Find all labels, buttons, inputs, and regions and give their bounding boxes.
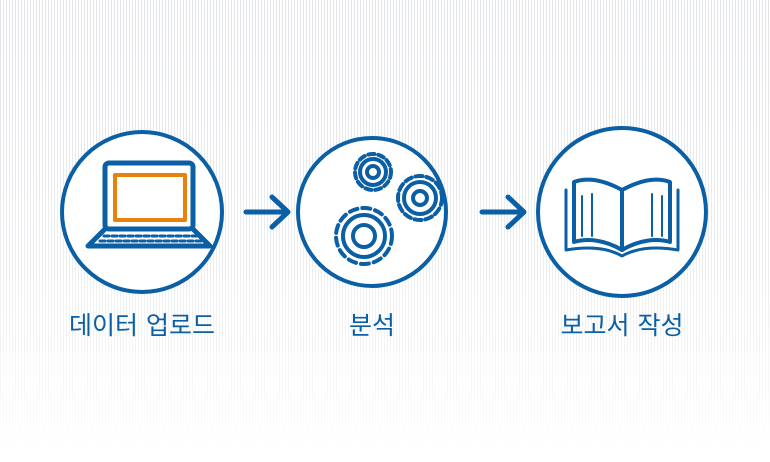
gears-icon <box>334 152 444 266</box>
open-book-icon <box>564 177 680 258</box>
step-upload <box>60 130 224 294</box>
step-circle <box>296 136 448 288</box>
step-label-upload: 데이터 업로드 <box>69 311 215 340</box>
step-analysis <box>296 136 448 288</box>
step-label-report: 보고서 작성 <box>560 311 684 340</box>
step-report <box>536 126 708 298</box>
arrow-icon <box>243 194 291 230</box>
step-label-analysis: 분석 <box>348 311 395 340</box>
laptop-icon <box>85 160 213 249</box>
step-circle <box>60 130 224 294</box>
arrow-icon <box>479 194 527 230</box>
